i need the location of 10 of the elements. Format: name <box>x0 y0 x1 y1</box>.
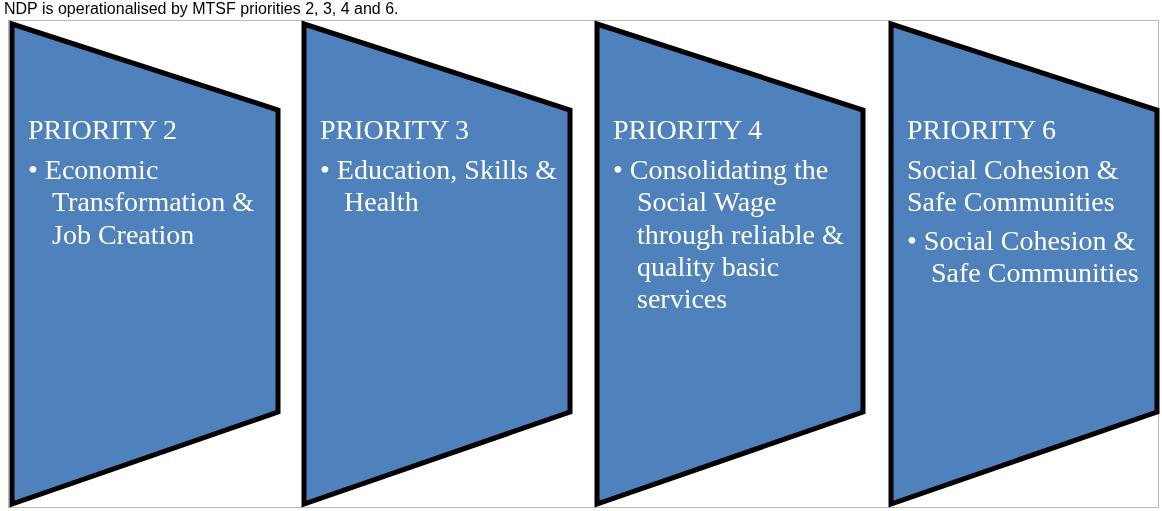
priority-text: • Consolidating the Social Wage through reliable & quality basic services <box>613 154 845 316</box>
priority-heading: PRIORITY 2 <box>28 114 179 147</box>
priority-text: • Economic Transformation & Job Creation <box>28 154 255 251</box>
priority-text: • Education, Skills & Health <box>320 154 558 219</box>
priority-heading: PRIORITY 4 <box>613 114 764 147</box>
intro-note: NDP is operationalised by MTSF priorities 2, 3, 4 and 6. <box>4 0 399 18</box>
priority-heading: PRIORITY 6 <box>907 114 1058 147</box>
priority-heading: PRIORITY 3 <box>320 114 471 147</box>
priority-text: Social Cohesion & Safe Communities <box>907 154 1120 219</box>
priority-text: • Social Cohesion & Safe Communities <box>907 224 1140 289</box>
